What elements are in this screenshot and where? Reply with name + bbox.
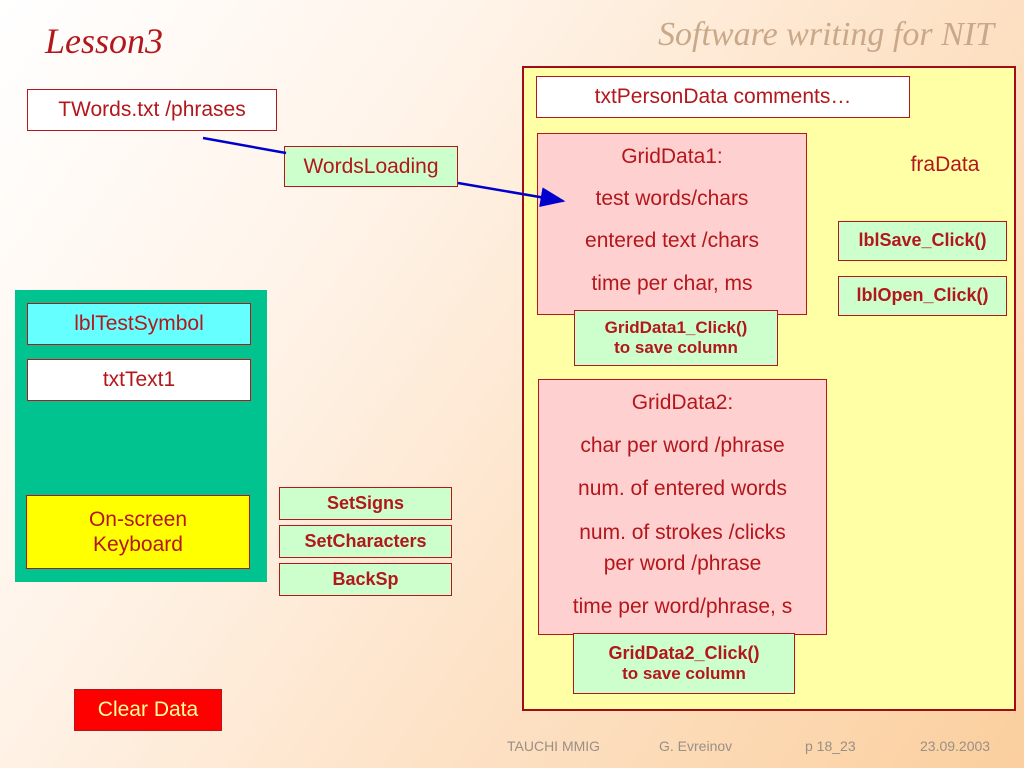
grid2-line: GridData2: [631, 391, 734, 414]
lbl-save-click-box: lblSave_Click() [838, 221, 1007, 261]
grid-data2-click-box: GridData2_Click() to save column [573, 633, 795, 694]
grid1-click-sub: to save column [614, 338, 738, 357]
footer-org: TAUCHI MMIG [507, 738, 601, 754]
set-characters-box: SetCharacters [279, 525, 452, 558]
grid1-line: test words/chars [595, 187, 749, 211]
set-signs-box: SetSigns [279, 487, 452, 520]
lbl-test-symbol-box: lblTestSymbol [27, 303, 251, 345]
course-subtitle: Software writing for NIT [658, 16, 994, 53]
grid2-line: time per word/phrase, s [572, 594, 793, 618]
clear-data-button: Clear Data [74, 689, 222, 731]
grid-data1-box: GridData1: test words/chars entered text… [537, 133, 807, 315]
words-loading-box: WordsLoading [284, 146, 458, 187]
backsp-box: BackSp [279, 563, 452, 596]
keyboard-label-line2: Keyboard [93, 533, 183, 556]
footer-page: p 18_23 [805, 738, 856, 754]
fra-data-label: fraData [910, 153, 980, 177]
grid1-click-label: GridData1_Click() [604, 317, 748, 337]
footer-author: G. Evreinov [659, 738, 733, 754]
footer-date: 23.09.2003 [920, 738, 991, 754]
arrow-twords-to-wordsloading [202, 136, 287, 155]
grid2-line: num. of entered words [578, 477, 787, 501]
grid1-line: time per char, ms [591, 271, 753, 295]
arrow-wordsloading-to-griddata1 [457, 181, 566, 208]
grid2-click-sub: to save column [622, 664, 746, 684]
grid-data1-click-box: GridData1_Click() to save column [574, 310, 778, 366]
onscreen-keyboard-box: On-screen Keyboard [26, 495, 250, 569]
grid1-line: entered text /chars [585, 229, 759, 253]
grid-data2-box: GridData2: char per word /phrase num. of… [538, 379, 827, 635]
keyboard-label-line1: On-screen [88, 507, 188, 531]
grid2-click-label: GridData2_Click() [608, 642, 760, 663]
txt-person-data-box: txtPersonData comments… [536, 76, 910, 118]
grid2-line: per word /phrase [603, 551, 762, 575]
lbl-open-click-box: lblOpen_Click() [838, 276, 1007, 316]
twords-file-box: TWords.txt /phrases [27, 89, 277, 131]
grid2-line: num. of strokes /clicks [579, 520, 786, 544]
grid2-line: char per word /phrase [580, 434, 785, 458]
txt-text1-box: txtText1 [27, 359, 251, 401]
lesson-title: Lesson3 [45, 21, 164, 61]
grid1-line: GridData1: [621, 145, 723, 168]
